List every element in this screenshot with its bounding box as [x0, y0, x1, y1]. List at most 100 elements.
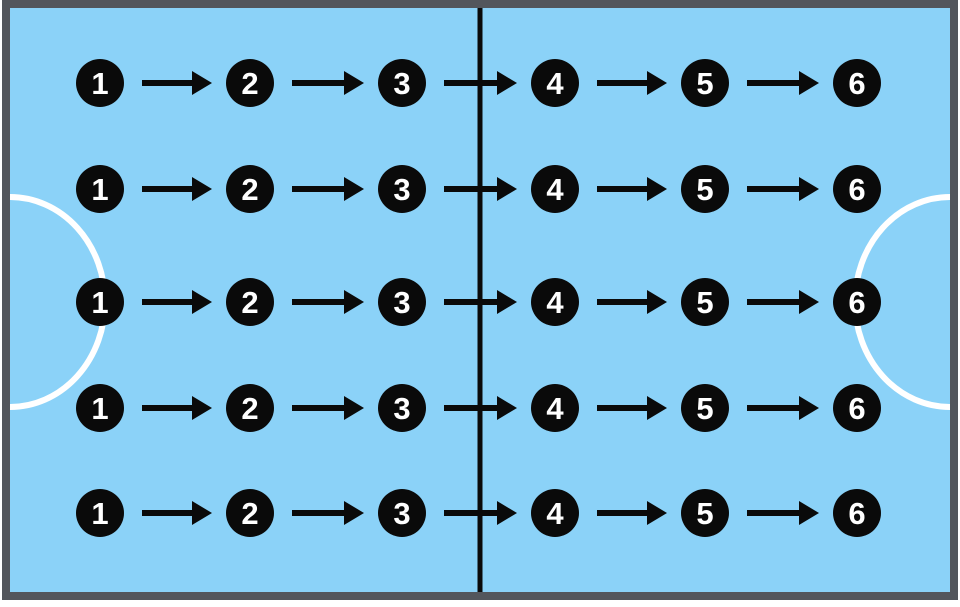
- player-number: 1: [91, 65, 109, 101]
- arrow-head-icon: [344, 177, 364, 201]
- progression-arrow: [142, 501, 212, 525]
- progression-arrow: [444, 290, 517, 314]
- player-marker: 3: [378, 278, 426, 326]
- player-number: 4: [546, 390, 564, 426]
- player-marker: 6: [833, 278, 881, 326]
- arrow-head-icon: [192, 177, 212, 201]
- arrow-head-icon: [192, 290, 212, 314]
- player-number: 5: [696, 171, 714, 207]
- player-marker: 1: [76, 165, 124, 213]
- progression-arrow: [597, 177, 667, 201]
- arrow-head-icon: [647, 396, 667, 420]
- progression-arrow: [292, 71, 364, 95]
- arrow-shaft: [142, 186, 192, 192]
- player-number: 2: [241, 495, 259, 531]
- arrow-head-icon: [192, 501, 212, 525]
- arrow-shaft: [292, 510, 344, 516]
- player-number: 4: [546, 495, 564, 531]
- arrow-head-icon: [647, 177, 667, 201]
- player-number: 3: [393, 284, 411, 320]
- arrow-shaft: [292, 299, 344, 305]
- progression-arrow: [444, 71, 517, 95]
- player-marker: 4: [531, 489, 579, 537]
- arrow-shaft: [597, 510, 647, 516]
- arrow-shaft: [597, 405, 647, 411]
- progression-arrow: [747, 501, 819, 525]
- player-number: 5: [696, 284, 714, 320]
- arrow-head-icon: [192, 396, 212, 420]
- player-marker: 1: [76, 384, 124, 432]
- progression-arrow: [747, 71, 819, 95]
- player-number: 6: [848, 390, 866, 426]
- player-marker: 4: [531, 384, 579, 432]
- progression-arrow: [444, 177, 517, 201]
- arrow-shaft: [292, 80, 344, 86]
- player-number: 3: [393, 390, 411, 426]
- player-marker: 2: [226, 165, 274, 213]
- progression-arrow: [597, 71, 667, 95]
- player-number: 5: [696, 65, 714, 101]
- player-marker: 3: [378, 165, 426, 213]
- player-number: 2: [241, 65, 259, 101]
- arrow-shaft: [142, 405, 192, 411]
- arrow-head-icon: [497, 396, 517, 420]
- player-marker: 2: [226, 278, 274, 326]
- progression-arrow: [747, 396, 819, 420]
- player-marker: 5: [681, 278, 729, 326]
- player-number: 2: [241, 284, 259, 320]
- progression-arrow: [444, 501, 517, 525]
- player-number: 1: [91, 390, 109, 426]
- arrow-shaft: [747, 80, 799, 86]
- arrow-shaft: [597, 186, 647, 192]
- arrow-shaft: [747, 299, 799, 305]
- progression-arrow: [142, 396, 212, 420]
- progression-arrow: [597, 290, 667, 314]
- progression-arrow: [292, 290, 364, 314]
- player-marker: 5: [681, 384, 729, 432]
- player-marker: 6: [833, 489, 881, 537]
- player-number: 4: [546, 171, 564, 207]
- player-number: 1: [91, 284, 109, 320]
- player-number: 5: [696, 390, 714, 426]
- player-number: 2: [241, 171, 259, 207]
- arrow-head-icon: [344, 71, 364, 95]
- player-marker: 2: [226, 384, 274, 432]
- arrow-shaft: [747, 510, 799, 516]
- progression-arrow: [292, 177, 364, 201]
- player-number: 1: [91, 171, 109, 207]
- arrow-shaft: [747, 186, 799, 192]
- arrow-shaft: [142, 80, 192, 86]
- arrow-shaft: [747, 405, 799, 411]
- arrow-shaft: [444, 80, 497, 86]
- player-marker: 5: [681, 489, 729, 537]
- progression-arrow: [142, 71, 212, 95]
- arrow-shaft: [292, 405, 344, 411]
- player-number: 6: [848, 171, 866, 207]
- arrow-shaft: [142, 510, 192, 516]
- player-number: 6: [848, 284, 866, 320]
- player-number: 3: [393, 65, 411, 101]
- player-number: 4: [546, 284, 564, 320]
- arrow-head-icon: [799, 71, 819, 95]
- player-marker: 6: [833, 384, 881, 432]
- player-marker: 5: [681, 165, 729, 213]
- player-number: 2: [241, 390, 259, 426]
- player-marker: 5: [681, 59, 729, 107]
- player-number: 6: [848, 495, 866, 531]
- arrow-head-icon: [799, 290, 819, 314]
- arrow-head-icon: [344, 290, 364, 314]
- arrow-shaft: [142, 299, 192, 305]
- player-marker: 2: [226, 59, 274, 107]
- player-number: 5: [696, 495, 714, 531]
- progression-arrow: [444, 396, 517, 420]
- player-number: 3: [393, 495, 411, 531]
- player-marker: 1: [76, 59, 124, 107]
- player-marker: 6: [833, 59, 881, 107]
- arrow-head-icon: [497, 71, 517, 95]
- arrow-shaft: [597, 299, 647, 305]
- player-marker: 2: [226, 489, 274, 537]
- arrow-head-icon: [497, 177, 517, 201]
- arrow-shaft: [597, 80, 647, 86]
